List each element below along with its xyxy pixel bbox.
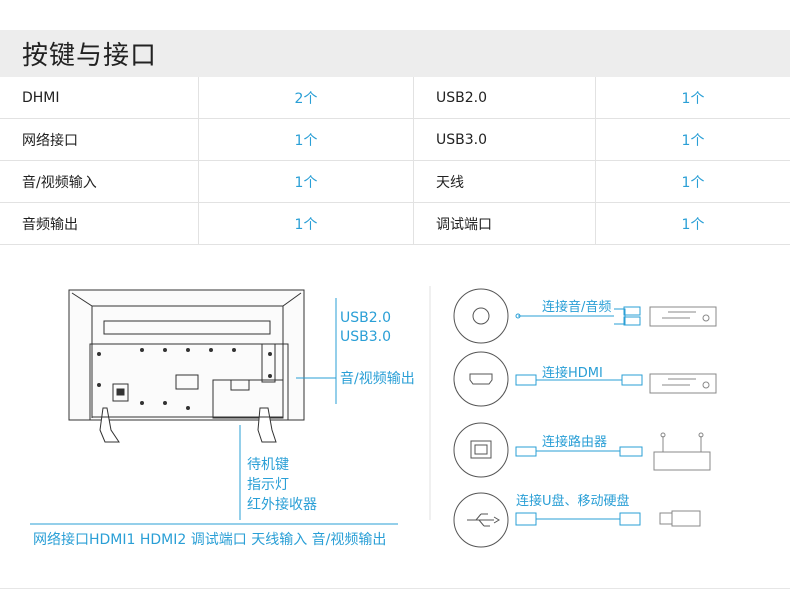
connection-label-hdmi: 连接HDMI (542, 366, 603, 381)
bottom-ports-label: 网络接口HDMI1 HDMI2 调试端口 天线输入 音/视频输出 (33, 532, 387, 548)
port-count: 2个 (199, 77, 414, 118)
port-label: USB3.0 (414, 119, 596, 160)
port-count: 1个 (681, 90, 705, 107)
connection-icons (453, 288, 509, 548)
port-count: 1个 (199, 203, 414, 244)
av-output-label: 音/视频输出 (340, 371, 415, 387)
port-count: 1个 (199, 119, 414, 160)
port-count: 1个 (681, 132, 705, 149)
port-label: DHMI (0, 77, 199, 118)
section-header: 按键与接口 (0, 30, 790, 77)
table-row: DHMI 2个 USB2.0 1个 (0, 77, 790, 119)
page-title: 按键与接口 (22, 41, 158, 71)
connection-label-router: 连接路由器 (542, 435, 608, 450)
port-count: 1个 (681, 216, 705, 233)
table-row: 音/视频输入 1个 天线 1个 (0, 161, 790, 203)
port-label: 天线 (414, 161, 596, 202)
port-label: 调试端口 (414, 203, 596, 244)
spec-table: DHMI 2个 USB2.0 1个 网络接口 1个 USB3.0 1个 音/视频… (0, 77, 790, 245)
connection-label-usb: 连接U盘、移动硬盘 (516, 494, 630, 509)
usb3-label: USB3.0 (340, 329, 392, 345)
usb2-label: USB2.0 (340, 310, 392, 326)
port-count: 1个 (199, 161, 414, 202)
ir-receiver-label: 红外接收器 (247, 497, 317, 513)
table-row: 音频输出 1个 调试端口 1个 (0, 203, 790, 245)
standby-key-label: 待机键 (247, 457, 289, 473)
port-count: 1个 (681, 174, 705, 191)
tv-back-icon (68, 289, 305, 443)
device-icons (649, 306, 717, 527)
port-label: 音频输出 (0, 203, 199, 244)
connection-label-audio: 连接音/音频 (542, 300, 612, 315)
port-label: 网络接口 (0, 119, 199, 160)
tv-pointer-lines (30, 298, 398, 525)
bottom-divider (0, 588, 790, 589)
table-row: 网络接口 1个 USB3.0 1个 (0, 119, 790, 161)
port-label: 音/视频输入 (0, 161, 199, 202)
indicator-light-label: 指示灯 (247, 477, 289, 493)
port-label: USB2.0 (414, 77, 596, 118)
cable-lines (515, 306, 643, 526)
